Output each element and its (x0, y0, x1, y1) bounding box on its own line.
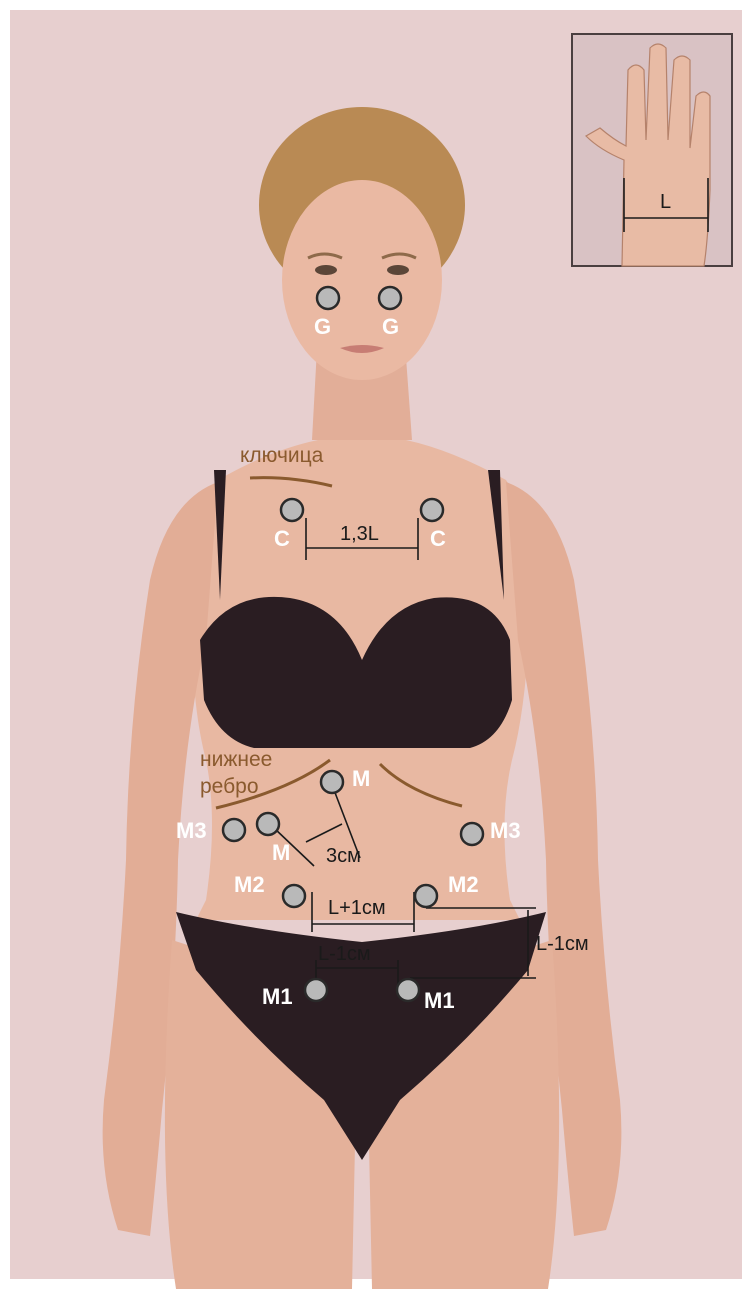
m2-measure-label: L+1см (328, 897, 386, 919)
point-m-lower (257, 813, 279, 835)
label-m1-left: M1 (262, 984, 293, 1009)
point-m2-right (415, 885, 437, 907)
point-c-right (421, 499, 443, 521)
lower-rib-label-2: ребро (200, 775, 259, 798)
point-m3-left (223, 819, 245, 841)
label-m2-right: M2 (448, 872, 479, 897)
label-m-top: M (352, 766, 370, 791)
inset-measure-label: L (660, 191, 671, 213)
m-offset-label: 3см (326, 845, 361, 867)
point-m1-left (305, 979, 327, 1001)
point-m2-left (283, 885, 305, 907)
label-m-lower: M (272, 840, 290, 865)
clavicle-label: ключица (240, 444, 324, 467)
label-m3-right: M3 (490, 818, 521, 843)
right-eye (387, 265, 409, 275)
point-m1-right (397, 979, 419, 1001)
point-c-left (281, 499, 303, 521)
label-g-right: G (382, 314, 399, 339)
lower-rib-label-1: нижнее (200, 748, 272, 771)
vertical-measure-label: L-1см (536, 933, 589, 955)
collar-measure-label: 1,3L (340, 523, 379, 545)
label-g-left: G (314, 314, 331, 339)
label-m3-left: M3 (176, 818, 207, 843)
label-m1-right: M1 (424, 988, 455, 1013)
label-c-right: C (430, 526, 446, 551)
left-eye (315, 265, 337, 275)
label-c-left: C (274, 526, 290, 551)
label-m2-left: M2 (234, 872, 265, 897)
m1-measure-label: L-1см (318, 943, 371, 965)
point-g-right (379, 287, 401, 309)
point-g-left (317, 287, 339, 309)
point-m-top (321, 771, 343, 793)
point-m3-right (461, 823, 483, 845)
hand-inset: L (572, 34, 732, 266)
